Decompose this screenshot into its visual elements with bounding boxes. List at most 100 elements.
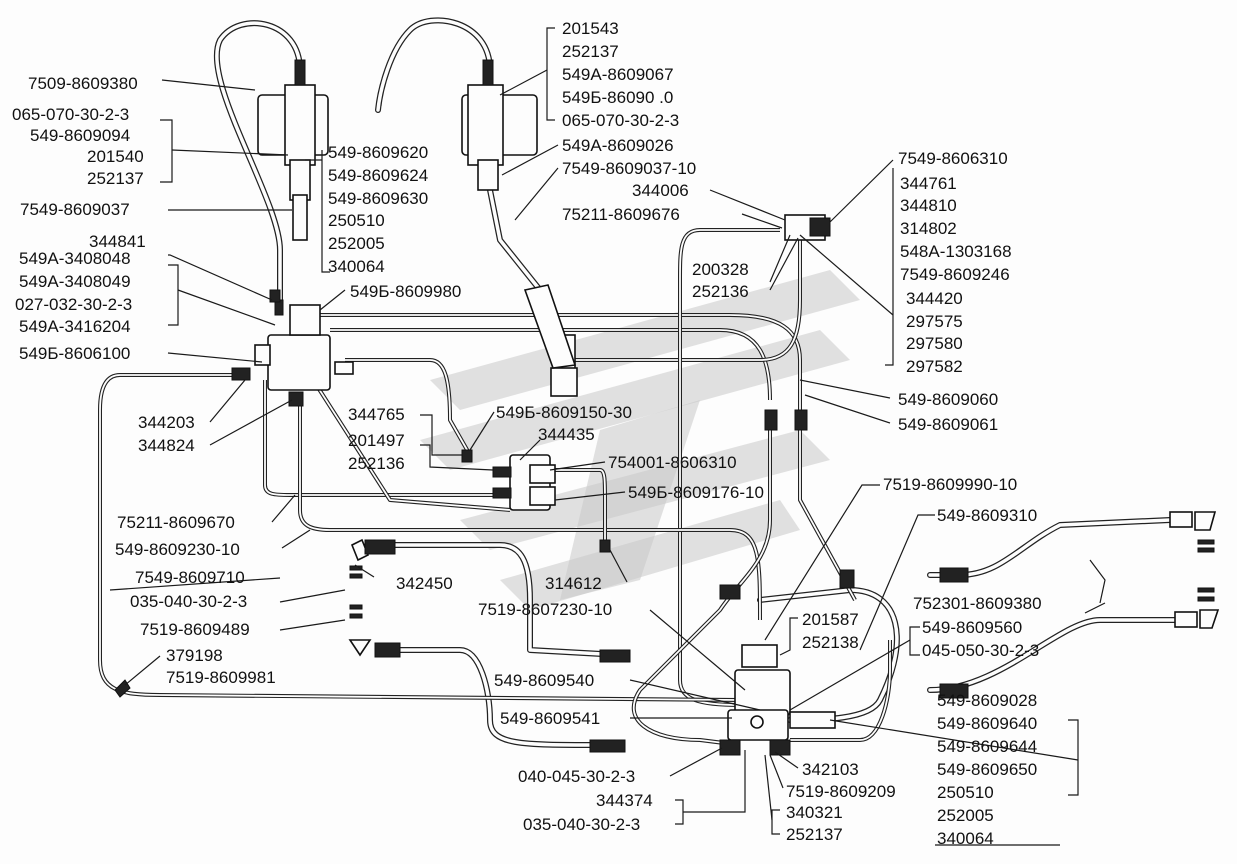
label-549-8609640: 549-8609640 (937, 714, 1037, 733)
label-7549-8609037: 7549-8609037 (20, 200, 130, 219)
label-752301-8609380: 752301-8609380 (913, 594, 1042, 613)
air-dryer-right (461, 59, 538, 191)
label-549-8609541: 549-8609541 (500, 709, 600, 728)
label-344841: 344841 (89, 232, 146, 251)
label-7519-8609981: 7519-8609981 (166, 668, 276, 687)
label-549-8609560: 549-8609560 (922, 618, 1022, 637)
label-027-032-30-2-3: 027-032-30-2-3 (15, 295, 132, 314)
label-549A-3416204: 549А-3416204 (19, 317, 131, 336)
label-549-8609061: 549-8609061 (898, 415, 998, 434)
connector-right-top (1169, 511, 1217, 531)
label-252005: 252005 (328, 234, 385, 253)
label-344374: 344374 (596, 791, 653, 810)
label-340064: 340064 (328, 257, 385, 276)
label-549B-8609176-10: 549Б-8609176-10 (628, 483, 764, 502)
label-035-040-30-2-3-lower: 035-040-30-2-3 (523, 815, 640, 834)
label-548A-1303168: 548А-1303168 (900, 242, 1012, 261)
leader-lines (109, 27, 1106, 846)
label-549-8609230-10: 549-8609230-10 (115, 540, 240, 559)
label-549-8609630: 549-8609630 (328, 189, 428, 208)
connector-right-bottom (1174, 609, 1220, 629)
label-200328: 200328 (692, 260, 749, 279)
label-549-8609650: 549-8609650 (937, 760, 1037, 779)
tubes (98, 228, 892, 747)
label-065-070-30-2-3: 065-070-30-2-3 (12, 105, 129, 124)
label-045-050-30-2-3: 045-050-30-2-3 (922, 641, 1039, 660)
label-549B-8606100: 549Б-8606100 (19, 344, 130, 363)
label-201497: 201497 (348, 431, 405, 450)
label-7509-8609380: 7509-8609380 (28, 74, 138, 93)
label-297582: 297582 (906, 357, 963, 376)
label-201587: 201587 (802, 610, 859, 629)
label-344824: 344824 (138, 436, 195, 455)
label-549-8609028: 549-8609028 (937, 691, 1037, 710)
label-252138: 252138 (802, 633, 859, 652)
label-314802: 314802 (900, 219, 957, 238)
valve-block-upper (231, 299, 354, 407)
label-201540: 201540 (87, 147, 144, 166)
label-549A-8609067: 549А-8609067 (562, 65, 674, 84)
label-7519-8607230-10: 7519-8607230-10 (478, 600, 612, 619)
label-7549-8609246: 7549-8609246 (900, 265, 1010, 284)
label-549B-8609980: 549Б-8609980 (350, 282, 461, 301)
label-340321: 340321 (786, 803, 843, 822)
part-number-labels: 7509-8609380 065-070-30-2-3 549-8609094 … (12, 19, 1042, 848)
label-549-8609644: 549-8609644 (937, 737, 1037, 756)
parts (114, 59, 1220, 756)
label-201543: 201543 (562, 19, 619, 38)
label-252137-lower: 252137 (786, 825, 843, 844)
watermark-logo (420, 270, 860, 610)
label-252137-top: 252137 (562, 42, 619, 61)
label-549-8609620: 549-8609620 (328, 143, 428, 162)
air-dryer-left (257, 59, 329, 241)
label-252005-lower: 252005 (937, 806, 994, 825)
label-549A-8609026: 549А-8609026 (562, 136, 674, 155)
label-250510: 250510 (328, 211, 385, 230)
label-549B-8609150-30: 549Б-8609150-30 (496, 403, 632, 422)
label-344761: 344761 (900, 174, 957, 193)
label-065-070-30-2-3-top: 065-070-30-2-3 (562, 111, 679, 130)
label-549B-86090-0: 549Б-86090 .0 (562, 88, 673, 107)
label-754001-8606310: 754001-8606310 (608, 453, 737, 472)
label-344006: 344006 (632, 181, 689, 200)
label-342450: 342450 (396, 574, 453, 593)
label-7519-8609990-10: 7519-8609990-10 (883, 475, 1017, 494)
label-75211-8609670: 75211-8609670 (117, 513, 235, 532)
label-040-045-30-2-3: 040-045-30-2-3 (518, 767, 635, 786)
label-549A-3408048: 549А-3408048 (19, 249, 131, 268)
label-344420: 344420 (906, 289, 963, 308)
label-7549-8609710: 7549-8609710 (135, 568, 245, 587)
label-549-8609540: 549-8609540 (494, 671, 594, 690)
label-035-040-30-2-3: 035-040-30-2-3 (130, 592, 247, 611)
label-342103: 342103 (802, 760, 859, 779)
label-549-8609310: 549-8609310 (937, 506, 1037, 525)
label-379198: 379198 (166, 646, 223, 665)
label-75211-8609676: 75211-8609676 (562, 205, 680, 224)
label-252136-upper: 252136 (692, 282, 749, 301)
label-344765: 344765 (348, 405, 405, 424)
label-297575: 297575 (906, 312, 963, 331)
cylinder-fitting (523, 284, 578, 397)
label-344810: 344810 (900, 196, 957, 215)
label-549-8609060: 549-8609060 (898, 390, 998, 409)
tee-connector-right (784, 214, 831, 241)
label-549-8609624: 549-8609624 (328, 166, 428, 185)
label-340064-lower: 340064 (937, 829, 994, 848)
fittings (114, 289, 1215, 753)
label-314612: 314612 (545, 574, 602, 593)
label-344435: 344435 (538, 425, 595, 444)
label-7549-8606310: 7549-8606310 (898, 149, 1008, 168)
label-252137: 252137 (87, 169, 144, 188)
distribution-valve (492, 454, 556, 511)
label-250510-lower: 250510 (937, 783, 994, 802)
label-7519-8609209: 7519-8609209 (786, 782, 896, 801)
label-252136-mid: 252136 (348, 454, 405, 473)
label-297580: 297580 (906, 334, 963, 353)
label-7519-8609489: 7519-8609489 (140, 620, 250, 639)
label-7549-8609037-10: 7549-8609037-10 (562, 159, 696, 178)
label-344203: 344203 (138, 413, 195, 432)
label-549-8609094: 549-8609094 (30, 126, 130, 145)
label-549A-3408049: 549А-3408049 (19, 272, 131, 291)
